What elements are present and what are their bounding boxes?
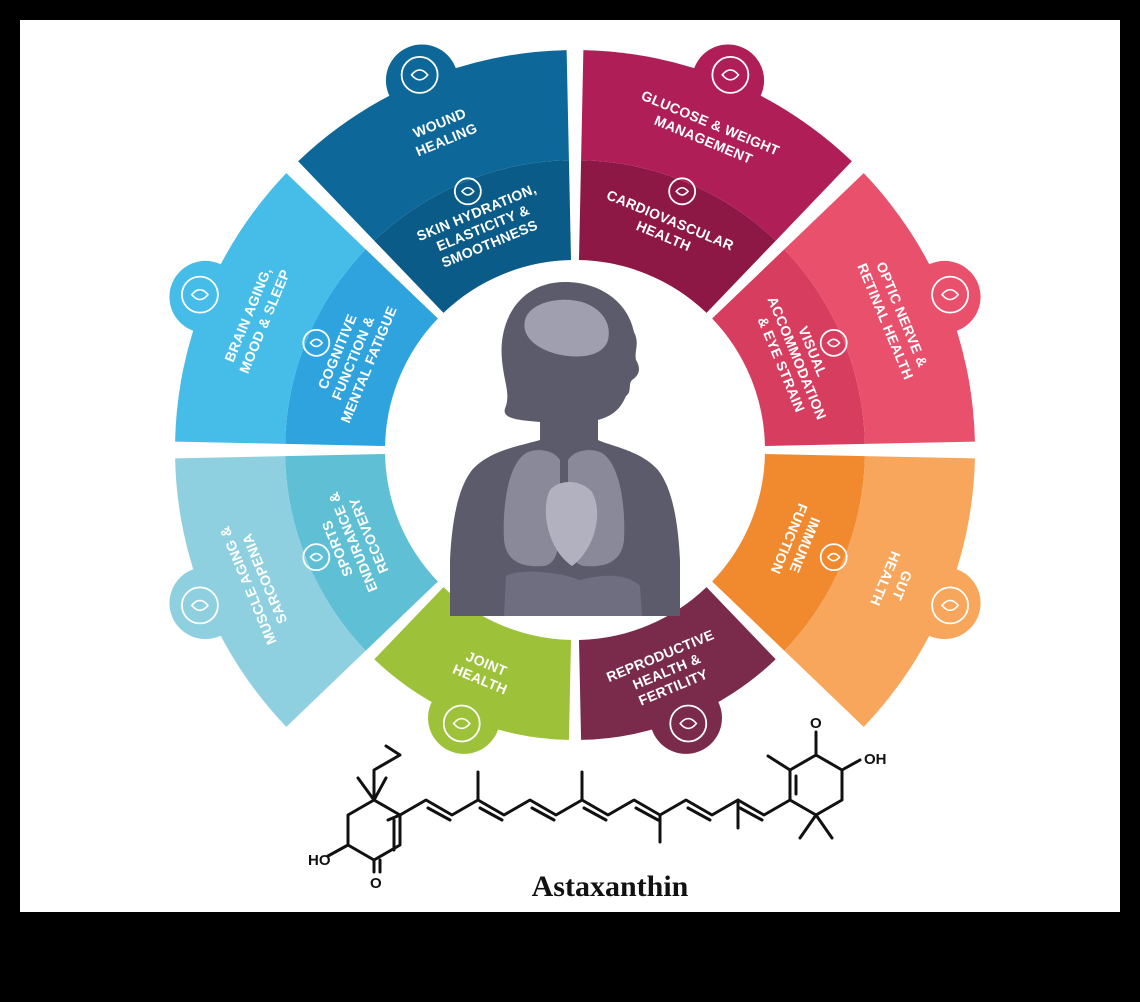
polyene-chain xyxy=(398,770,792,844)
molecule-name: Astaxanthin xyxy=(532,870,689,903)
heart-organ-shape xyxy=(545,481,598,566)
brain-icon xyxy=(302,328,331,357)
hand-drop-icon xyxy=(400,56,439,94)
abdomen-organs-shape xyxy=(504,571,642,616)
skin-hydration-segment xyxy=(374,160,572,313)
right-ring-substituents xyxy=(766,730,862,840)
human-silhouette xyxy=(450,282,680,616)
left-oxo-label: O xyxy=(370,875,382,892)
glucose-weight-icon-bubble xyxy=(692,44,765,117)
sports-endurance-segment xyxy=(285,453,438,651)
brain-shape xyxy=(524,299,609,357)
glucose-weight-segment xyxy=(581,50,852,241)
reproductive-health-segment xyxy=(578,587,776,740)
wound-healing-icon-bubble xyxy=(385,44,458,117)
muscle-aging-segment xyxy=(175,456,366,727)
cognitive-function-segment xyxy=(285,249,438,447)
polyene-double-bonds xyxy=(426,806,764,822)
astaxanthin-benefits-diagram: SKIN HYDRATION,ELASTICITY &SMOOTHNESSWOU… xyxy=(169,44,981,903)
right-oxo-label: O xyxy=(810,715,822,732)
astaxanthin-structure xyxy=(326,730,862,874)
eye-icon xyxy=(819,328,848,357)
skin-drop-icon xyxy=(453,177,482,206)
reproductive-health-icon-bubble xyxy=(649,681,722,754)
left-gem-methyl xyxy=(356,776,388,802)
stomach-icon xyxy=(931,586,969,625)
cardiovascular-segment xyxy=(578,160,776,313)
right-ring xyxy=(788,753,844,817)
left-ring xyxy=(372,744,402,822)
gut-health-segment xyxy=(784,456,975,727)
retina-icon xyxy=(931,275,969,314)
brain-icon xyxy=(181,275,219,314)
benefit-icons xyxy=(181,56,969,743)
left-oxo-bond xyxy=(372,858,382,874)
visual-accommodation-segment xyxy=(712,249,865,447)
fertility-heart-icon xyxy=(669,704,708,743)
lungs-shape xyxy=(503,450,625,567)
left-hydroxyl-label: HO xyxy=(308,852,331,869)
shield-icon xyxy=(819,543,848,572)
brain-aging-segment xyxy=(175,173,366,444)
heart-icon xyxy=(668,177,697,206)
right-hydroxyl-label: OH xyxy=(864,751,887,768)
joint-health-segment xyxy=(374,587,572,740)
immune-function-segment xyxy=(712,453,865,651)
glucose-meter-icon xyxy=(711,56,750,94)
muscle-icon xyxy=(181,586,219,625)
wound-healing-segment xyxy=(298,50,569,241)
joint-health-icon-bubble xyxy=(428,681,501,754)
joint-icon xyxy=(442,704,481,743)
left-ring-bonds xyxy=(346,798,402,862)
left-hydroxyl-bond xyxy=(326,843,350,858)
benefit-wheel xyxy=(169,44,981,754)
optic-nerve-segment xyxy=(784,173,975,444)
runner-icon xyxy=(302,543,331,572)
